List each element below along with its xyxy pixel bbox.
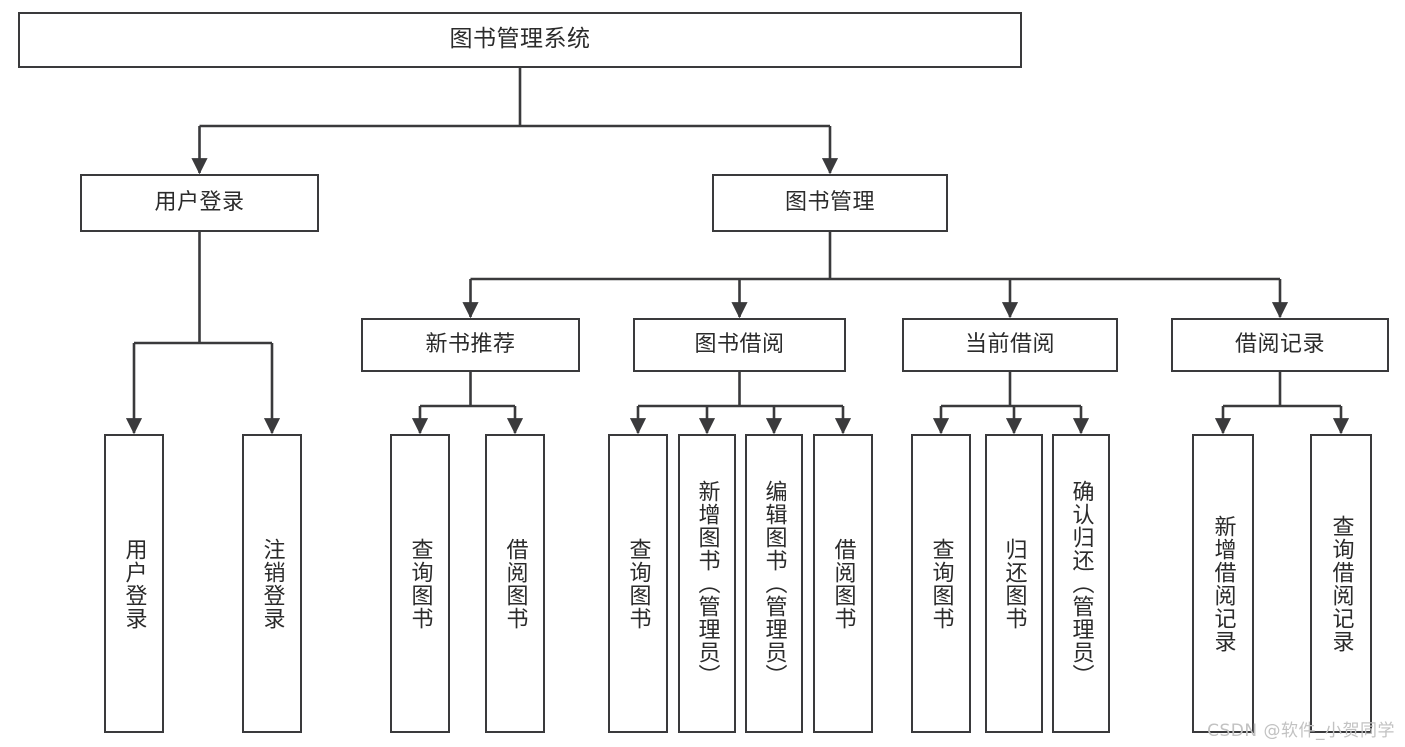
node-label: 确认归还（管理员）	[1068, 480, 1094, 687]
node-label: 新增借阅记录	[1210, 514, 1236, 653]
node-leaf-query-book-c[interactable]: 查询图书	[911, 434, 971, 733]
node-label: 图书借阅	[694, 332, 785, 358]
node-borrow-record[interactable]: 借阅记录	[1171, 318, 1389, 372]
node-label: 查询图书	[625, 537, 651, 630]
node-label: 当前借阅	[964, 332, 1055, 358]
node-leaf-query-book-a[interactable]: 查询图书	[390, 434, 450, 733]
node-label: 查询图书	[928, 537, 954, 630]
node-label: 借阅图书	[502, 537, 528, 630]
node-leaf-return-book[interactable]: 归还图书	[985, 434, 1043, 733]
node-leaf-logout[interactable]: 注销登录	[242, 434, 302, 733]
node-label: 用户登录	[121, 537, 147, 630]
node-label: 借阅记录	[1234, 332, 1325, 358]
node-leaf-user-login[interactable]: 用户登录	[104, 434, 164, 733]
node-leaf-borrow-book-b[interactable]: 借阅图书	[813, 434, 873, 733]
node-leaf-query-book-b[interactable]: 查询图书	[608, 434, 668, 733]
node-label: 图书管理	[784, 190, 875, 216]
node-leaf-query-record[interactable]: 查询借阅记录	[1310, 434, 1372, 733]
node-book-manage[interactable]: 图书管理	[712, 174, 948, 232]
node-label: 归还图书	[1001, 537, 1027, 630]
node-label: 新增图书（管理员）	[694, 480, 720, 687]
node-label: 查询图书	[407, 537, 433, 630]
node-user-login[interactable]: 用户登录	[80, 174, 319, 232]
node-leaf-confirm-return[interactable]: 确认归还（管理员）	[1052, 434, 1110, 733]
node-label: 查询借阅记录	[1328, 514, 1354, 653]
node-root[interactable]: 图书管理系统	[18, 12, 1022, 68]
node-leaf-borrow-book-a[interactable]: 借阅图书	[485, 434, 545, 733]
node-label: 编辑图书（管理员）	[761, 480, 787, 687]
node-new-book-rec[interactable]: 新书推荐	[361, 318, 580, 372]
node-leaf-add-book[interactable]: 新增图书（管理员）	[678, 434, 736, 733]
node-label: 新书推荐	[425, 332, 516, 358]
node-current-borrow[interactable]: 当前借阅	[902, 318, 1118, 372]
node-leaf-add-record[interactable]: 新增借阅记录	[1192, 434, 1254, 733]
node-label: 注销登录	[259, 537, 285, 630]
node-label: 借阅图书	[830, 537, 856, 630]
node-label: 用户登录	[154, 190, 245, 216]
watermark-label: CSDN @软件_小贺同学	[1207, 721, 1395, 741]
node-label: 图书管理系统	[449, 26, 591, 53]
node-leaf-edit-book[interactable]: 编辑图书（管理员）	[745, 434, 803, 733]
node-book-borrow[interactable]: 图书借阅	[633, 318, 846, 372]
